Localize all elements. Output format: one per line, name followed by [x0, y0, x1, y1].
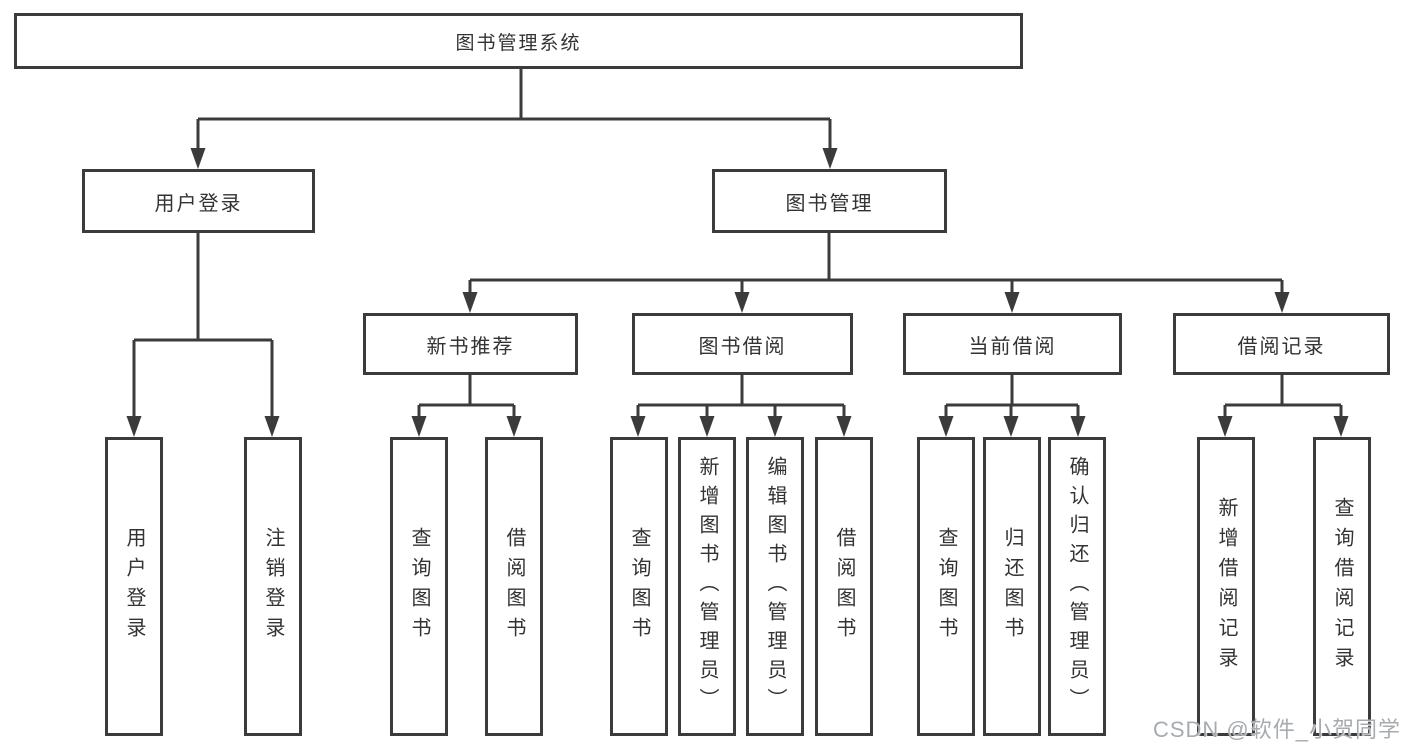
node-root: 图书管理系统 — [14, 13, 1023, 69]
leaf-label: 归还图书 — [1001, 526, 1023, 647]
connector-book-management — [462, 233, 1290, 313]
leaf-label: 查询图书 — [408, 526, 430, 647]
node-user-login: 用户登录 — [82, 169, 315, 233]
leaf-label: 查询借阅记录 — [1331, 496, 1353, 677]
node-current-borrow-label: 当前借阅 — [968, 335, 1057, 358]
connector-book-borrow — [630, 375, 852, 437]
node-book-management: 图书管理 — [712, 169, 947, 233]
leaf-query-books-borrow: 查询图书 — [610, 437, 668, 736]
connector-current-borrow — [938, 375, 1086, 437]
leaf-add-borrow-record: 新增借阅记录 — [1197, 437, 1255, 736]
leaf-label: 新增借阅记录 — [1215, 496, 1237, 677]
leaf-logout: 注销登录 — [244, 437, 302, 736]
node-borrow-records-label: 借阅记录 — [1237, 335, 1326, 358]
node-new-book-recommend: 新书推荐 — [363, 313, 578, 375]
node-root-label: 图书管理系统 — [455, 32, 582, 54]
node-new-book-recommend-label: 新书推荐 — [426, 335, 515, 358]
leaf-label: 编辑图书（管理员） — [764, 456, 786, 717]
node-borrow-records: 借阅记录 — [1173, 313, 1390, 375]
leaf-user-login: 用户登录 — [105, 437, 163, 736]
leaf-label: 注销登录 — [262, 526, 284, 647]
leaf-query-books-recommend: 查询图书 — [390, 437, 448, 736]
leaf-borrow-books: 借阅图书 — [815, 437, 873, 736]
leaf-query-books-current: 查询图书 — [917, 437, 975, 736]
csdn-watermark: CSDN @软件_小贺同学 — [1152, 717, 1401, 742]
leaf-label: 借阅图书 — [833, 526, 855, 647]
connector-borrow-records — [1217, 375, 1349, 437]
node-user-login-label: 用户登录 — [154, 192, 243, 215]
leaf-edit-books-admin: 编辑图书（管理员） — [746, 437, 804, 736]
leaf-label: 确认归还（管理员） — [1066, 456, 1088, 717]
leaf-label: 用户登录 — [123, 526, 145, 647]
leaf-label: 借阅图书 — [503, 526, 525, 647]
node-current-borrow: 当前借阅 — [903, 313, 1122, 375]
leaf-confirm-return-admin: 确认归还（管理员） — [1048, 437, 1106, 736]
leaf-label: 查询图书 — [935, 526, 957, 647]
connector-new-book-recommend — [411, 375, 522, 437]
leaf-return-books: 归还图书 — [983, 437, 1041, 736]
leaf-label: 查询图书 — [628, 526, 650, 647]
leaf-query-borrow-record: 查询借阅记录 — [1313, 437, 1371, 736]
connector-root — [190, 69, 838, 169]
node-book-borrow: 图书借阅 — [632, 313, 853, 375]
node-book-borrow-label: 图书借阅 — [698, 335, 787, 358]
leaf-label: 新增图书（管理员） — [696, 456, 718, 717]
leaf-add-books-admin: 新增图书（管理员） — [678, 437, 736, 736]
connector-user-login — [126, 233, 280, 437]
leaf-borrow-books-recommend: 借阅图书 — [485, 437, 543, 736]
node-book-management-label: 图书管理 — [785, 192, 874, 215]
